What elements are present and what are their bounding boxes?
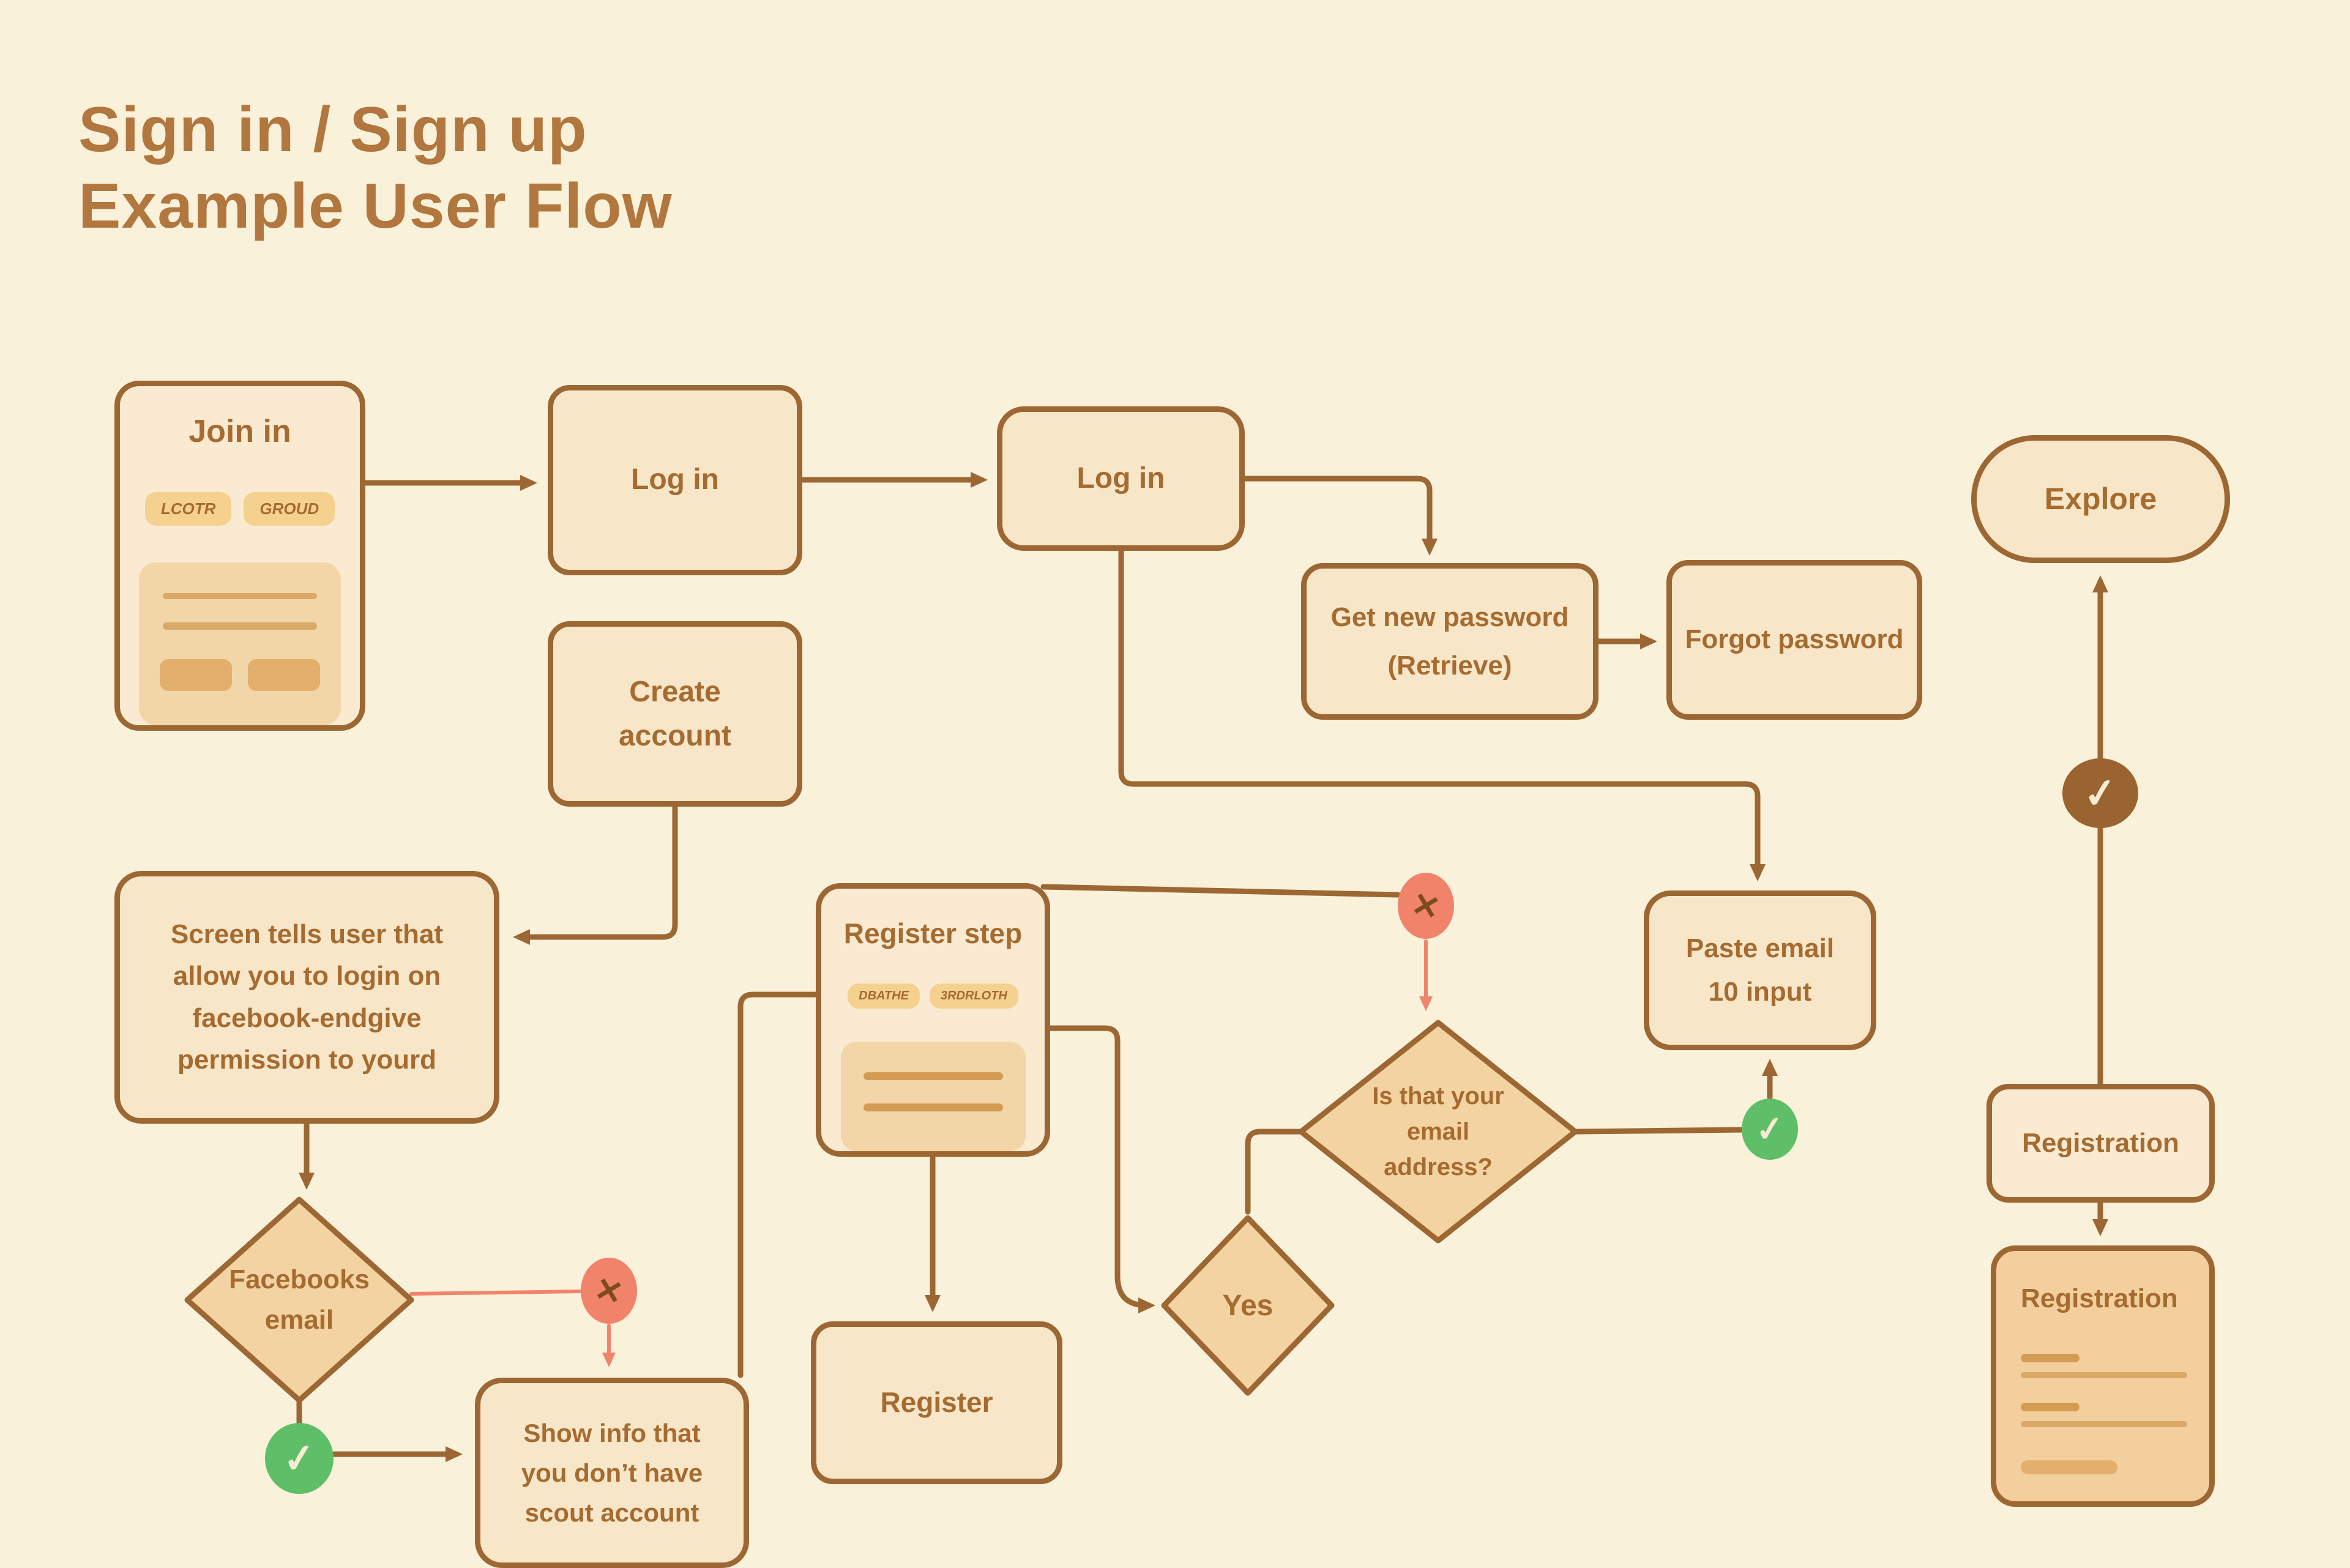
badge: 3RDRLOTH — [929, 984, 1018, 1009]
yes-diamond — [1161, 1215, 1335, 1396]
node-screen-note: Screen tells user that allow you to logi… — [114, 871, 499, 1124]
node-register: Register — [811, 1321, 1062, 1484]
success-circle-left — [265, 1423, 334, 1494]
form-line — [863, 1103, 1003, 1112]
node-join-in: Join in LCOTR GROUD — [114, 381, 365, 731]
facebooks-email-label: Facebooks email — [229, 1264, 370, 1335]
form-field-group — [2021, 1354, 2187, 1379]
node-registration-form: Registration — [1991, 1245, 2215, 1507]
registration-form-label: Registration — [2021, 1283, 2178, 1313]
paste-email-label: Paste email 10 input — [1685, 933, 1835, 1007]
milestone-circle — [2062, 758, 2138, 828]
error-circle-left — [581, 1258, 637, 1324]
is-that-email-diamond — [1298, 1020, 1578, 1244]
badge: LCOTR — [144, 491, 232, 526]
node-register-step: Register step DBATHE 3RDRLOTH — [816, 883, 1050, 1157]
facebooks-email-diamond — [184, 1197, 414, 1403]
check-icon: ✓ — [2081, 768, 2120, 818]
form-line — [2021, 1421, 2187, 1428]
form-line — [863, 1072, 1003, 1081]
node-paste-email: Paste email 10 input — [1644, 890, 1876, 1050]
node-login-1: Log in — [548, 385, 802, 575]
explore-label: Explore — [2044, 481, 2157, 516]
facebooks-email-label-overlay: Facebooks email — [206, 1231, 393, 1368]
edge-createaccount-to-screennote — [513, 804, 678, 945]
registration-label: Registration — [2022, 1127, 2179, 1158]
node-registration: Registration — [1986, 1084, 2215, 1203]
page-title: Sign in / Sign up Example User Flow — [78, 94, 673, 242]
node-login-2: Log in — [997, 406, 1245, 551]
forgot-password-label: Forgot password — [1685, 624, 1904, 655]
login-1-label: Log in — [631, 463, 719, 496]
success-circle-right — [1742, 1099, 1798, 1160]
node-create-account: Create account — [548, 621, 802, 807]
edge-registerstep-showinfo — [737, 991, 819, 1378]
form-line — [2021, 1372, 2187, 1379]
join-in-badges: LCOTR GROUD — [144, 491, 335, 526]
error-circle-top — [1398, 873, 1454, 939]
edge-registerstep-to-yes — [1047, 1025, 1155, 1313]
button-placeholder — [248, 659, 320, 691]
is-that-email-label-overlay: Is that your email address? — [1344, 1059, 1532, 1204]
badge: GROUD — [244, 491, 335, 526]
register-step-badges: DBATHE 3RDRLOTH — [848, 984, 1018, 1009]
show-info-label: Show info that you don’t have scout acco… — [521, 1418, 703, 1528]
form-label-line — [2021, 1403, 2080, 1412]
form-line — [163, 622, 317, 630]
form-buttons-row — [160, 659, 320, 691]
edge-isthatemail-to-yes — [1245, 1129, 1304, 1215]
edge-facebooksemail-to-xmark — [409, 1290, 582, 1296]
join-in-label: Join in — [188, 414, 291, 449]
edge-login2-to-getnewpassword — [1242, 476, 1438, 556]
is-that-email-label: Is that your email address? — [1372, 1083, 1504, 1181]
node-explore: Explore — [1971, 435, 2230, 563]
register-step-label: Register step — [843, 917, 1023, 949]
check-icon: ✓ — [280, 1434, 318, 1482]
node-show-info: Show info that you don’t have scout acco… — [475, 1378, 749, 1568]
badge: DBATHE — [848, 984, 920, 1009]
yes-label-overlay: Yes — [1164, 1263, 1332, 1348]
form-label-line — [2021, 1354, 2080, 1363]
edge-login2-to-pasteemail — [1118, 548, 1766, 881]
login-2-label: Log in — [1076, 461, 1165, 495]
edge-registerstep-to-xmark2 — [1040, 884, 1401, 898]
get-new-password-label: Get new password (Retrieve) — [1330, 602, 1569, 681]
login-form-placeholder — [139, 562, 341, 725]
button-placeholder — [160, 659, 232, 691]
form-line — [163, 592, 317, 599]
check-icon: ✓ — [1753, 1108, 1786, 1150]
register-label: Register — [880, 1386, 993, 1419]
edge-isthatemail-to-checkmark2 — [1572, 1127, 1745, 1135]
yes-label: Yes — [1222, 1289, 1274, 1322]
register-form-placeholder — [840, 1042, 1026, 1151]
screen-note-label: Screen tells user that allow you to logi… — [170, 919, 444, 1075]
node-get-new-password: Get new password (Retrieve) — [1301, 563, 1598, 720]
create-account-label: Create account — [618, 675, 732, 752]
button-placeholder — [2021, 1460, 2117, 1474]
node-forgot-password: Forgot password — [1666, 560, 1922, 720]
form-field-group — [2021, 1403, 2187, 1428]
